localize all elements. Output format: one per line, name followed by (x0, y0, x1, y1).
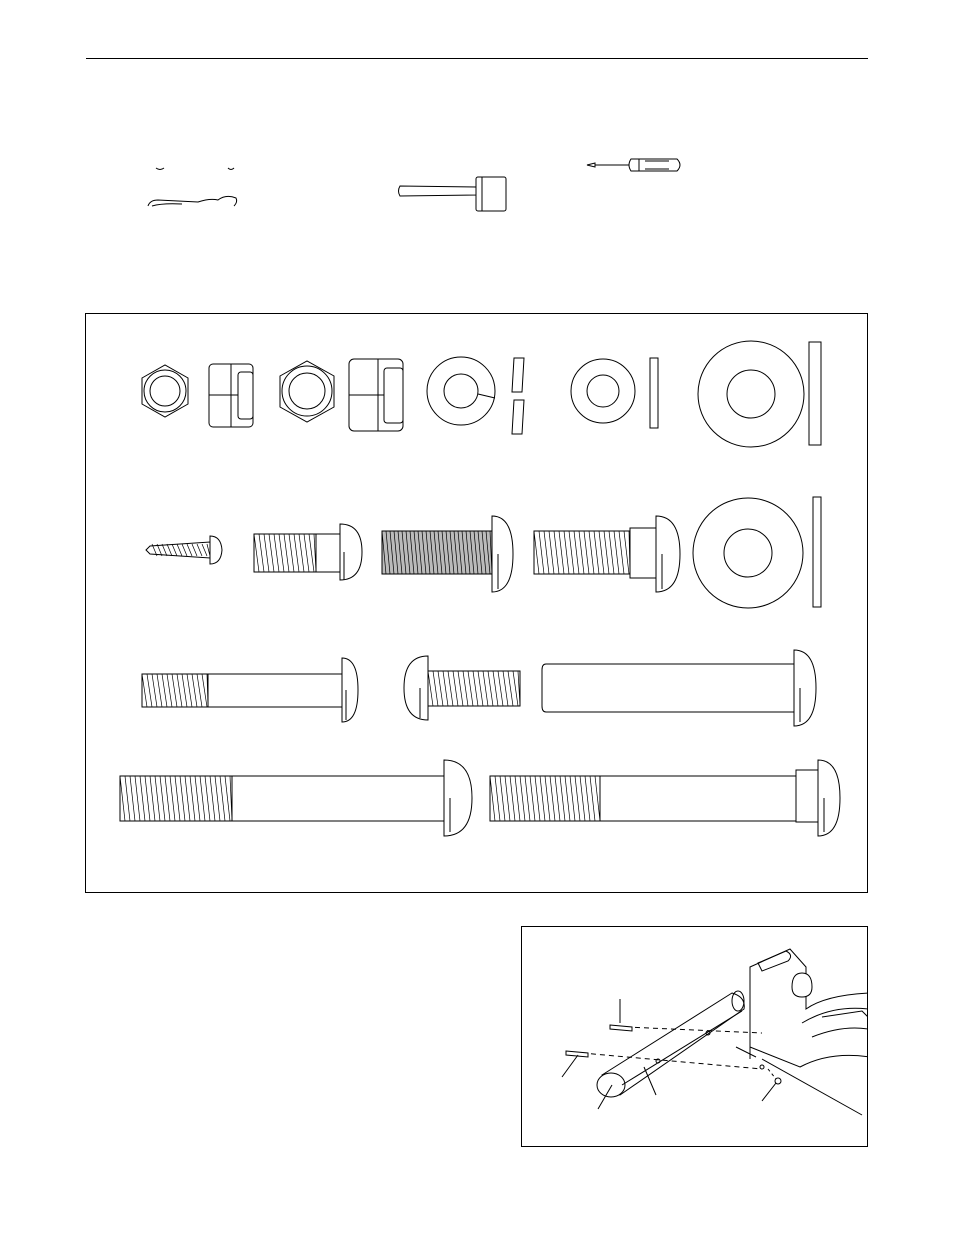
screwdriver-icon (585, 153, 685, 182)
carriage-bolt-icon (534, 516, 680, 592)
flat-washer-large-icon (698, 341, 821, 447)
bolt-short-icon (254, 524, 362, 580)
parts-drawings (86, 314, 869, 894)
screw-icon (146, 536, 222, 564)
bolt-partial-thread-icon (142, 658, 358, 722)
washer-large-row2-icon (693, 497, 821, 608)
bolt-full-thread-icon (404, 656, 520, 720)
hex-nut-large-icon (280, 361, 334, 422)
axle-bolt-icon (542, 650, 816, 726)
flat-washer-small-icon (571, 358, 658, 428)
assembly-diagram-icon (522, 927, 868, 1147)
mallet-icon (396, 170, 514, 221)
carriage-bolt-long-icon (490, 760, 840, 836)
top-rule (86, 58, 868, 59)
wrench-icon (140, 160, 250, 217)
nylon-locknut-large-icon (349, 359, 403, 431)
assembly-figure (521, 926, 868, 1147)
bolt-medium-icon (382, 516, 513, 592)
nylon-locknut-small-icon (209, 364, 253, 427)
hex-nut-small-icon (142, 365, 188, 417)
split-washer-icon (427, 357, 524, 434)
parts-identification-chart (85, 313, 868, 893)
bolt-long-icon (120, 760, 472, 836)
